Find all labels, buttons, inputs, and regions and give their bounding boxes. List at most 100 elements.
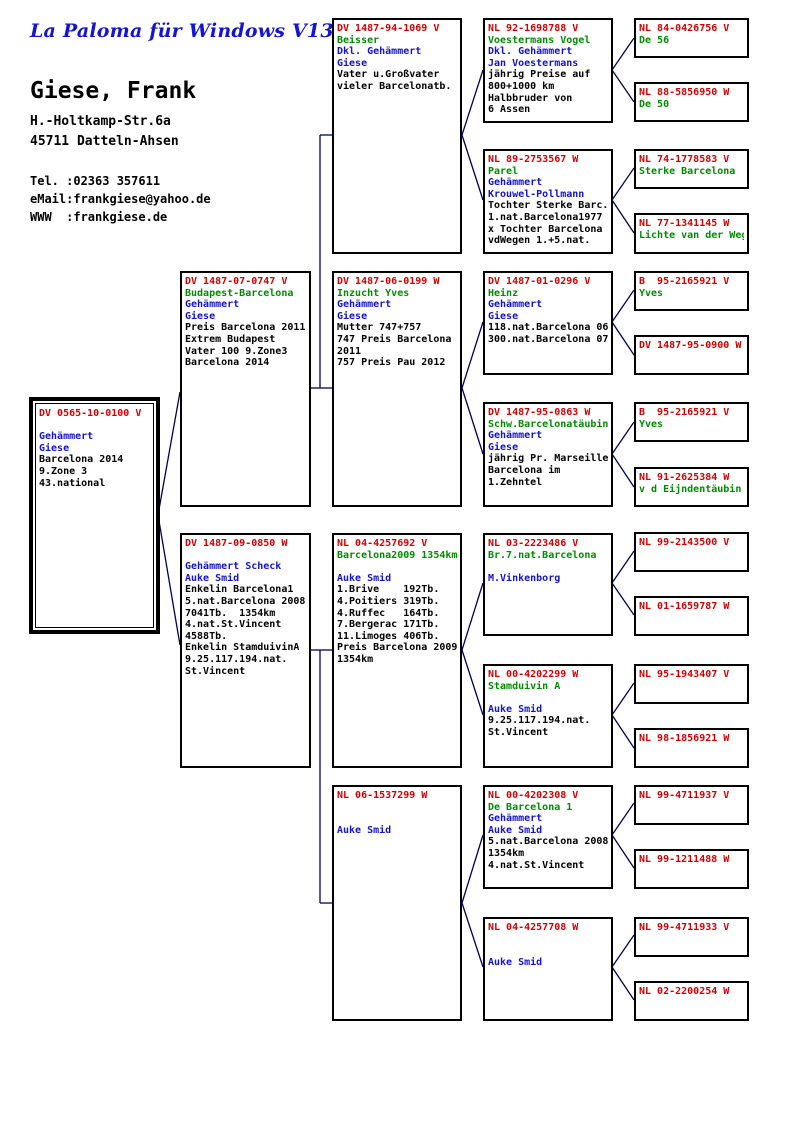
pigeon-name: Heinz [488,287,519,299]
pedigree-gen4-15[interactable]: NL 99-4711933 V [634,917,749,957]
breeder-info: Giese [39,442,70,454]
ring-number: NL 99-4711933 V [639,922,730,933]
performance-note: St.Vincent [185,665,246,677]
pedigree-gen4-13[interactable]: NL 99-4711937 V [634,785,749,825]
ring-number: B 95-2165921 V [639,276,730,287]
performance-note: Preis Barcelona 2011 [185,322,306,334]
performance-note: Barcelona im [488,464,561,476]
pedigree-gen4-12[interactable]: NL 98-1856921 W [634,728,749,768]
pigeon-name: Yves [639,418,664,430]
pigeon-name: Parel [488,165,519,177]
performance-note: x Tochter Barcelona [488,223,603,235]
breeder-info: Gehämmert [337,299,392,311]
performance-note: Barcelona 2014 [185,357,270,369]
performance-note: jährig Pr. Marseille [488,453,608,465]
ring-number: NL 99-4711937 V [639,790,730,801]
pigeon-name: De 50 [639,98,670,110]
breeder-info: Giese [185,310,216,322]
pedigree-gen4-16[interactable]: NL 02-2200254 W [634,981,749,1021]
performance-note: vdWegen 1.+5.nat. [488,235,591,247]
spacer [488,934,608,946]
breeder-info: Auke Smid [488,824,543,836]
performance-note: Preis Barcelona 2009 [337,642,457,654]
pigeon-name: De 56 [639,34,670,46]
spacer [185,550,306,562]
breeder-info: Auke Smid [337,572,392,584]
ring-number: NL 99-1211488 W [639,854,730,865]
performance-note: 7041Tb. 1354km [185,607,276,619]
pedigree-gen4-14[interactable]: NL 99-1211488 W [634,849,749,889]
performance-note: 4.nat.St.Vincent [185,619,282,631]
performance-note: 757 Preis Pau 2012 [337,357,446,369]
pigeon-name: Barcelona2009 1354km [337,549,457,561]
performance-note: 5.nat.Barcelona 2008 [185,595,306,607]
performance-note: 2011 [337,345,362,357]
breeder-info: Giese [488,310,519,322]
performance-note: 4.nat.St.Vincent [488,859,585,871]
ring-number: NL 77-1341145 W [639,218,730,229]
ring-number: NL 74-1778583 V [639,154,730,165]
performance-note: Extrem Budapest [185,333,276,345]
ring-number: DV 1487-09-0850 W [185,538,288,549]
spacer [488,945,608,957]
owner-city: 45711 Datteln-Ahsen [30,134,179,149]
performance-note: 4.Ruffec 164Tb. [337,607,440,619]
owner-email: eMail:frankgiese@yahoo.de [30,192,211,206]
performance-note: 1.Brive 192Tb. [337,584,440,596]
spacer [337,813,457,825]
ring-number: NL 01-1659787 W [639,601,730,612]
performance-note: 9.25.117.194.nat. [488,715,591,727]
performance-note: 9.Zone 3 [39,465,88,477]
pigeon-name: Br.7.nat.Barcelona [488,549,597,561]
performance-note: Barcelona 2014 [39,454,124,466]
performance-note: 6 Assen [488,104,531,116]
ring-number: NL 06-1537299 W [337,790,428,801]
pigeon-name: De Barcelona 1 [488,801,573,813]
pedigree-gen4-6[interactable]: DV 1487-95-0900 W [634,335,749,375]
ring-number: NL 02-2200254 W [639,986,730,997]
pedigree-gen4-10[interactable]: NL 01-1659787 W [634,596,749,636]
owner-website: WWW :frankgiese.de [30,210,168,224]
breeder-info: Giese [337,310,368,322]
performance-note: Halbbruder von [488,92,573,104]
ring-number: B 95-2165921 V [639,407,730,418]
pedigree-gen4-9[interactable]: NL 99-2143500 V [634,532,749,572]
ring-number: DV 1487-07-0747 V [185,276,288,287]
ring-number: NL 92-1698788 V [488,23,579,34]
performance-note: 300.nat.Barcelona 07 [488,333,608,345]
ring-number: NL 98-1856921 W [639,733,730,744]
ring-number: NL 91-2625384 W [639,472,730,483]
breeder-info: Gehämmert [39,431,94,443]
pedigree-gen4-11[interactable]: NL 95-1943407 V [634,664,749,704]
pigeon-name: Inzucht Yves [337,287,410,299]
pigeon-name: Budapest-Barcelona [185,287,294,299]
performance-note: Mutter 747+757 [337,322,422,334]
ring-number: DV 1487-95-0863 W [488,407,591,418]
performance-note: vieler Barcelonatb. [337,80,452,92]
ring-number: NL 89-2753567 W [488,154,579,165]
breeder-info: Auke Smid [488,956,543,968]
breeder-info: Gehämmert [488,813,543,825]
